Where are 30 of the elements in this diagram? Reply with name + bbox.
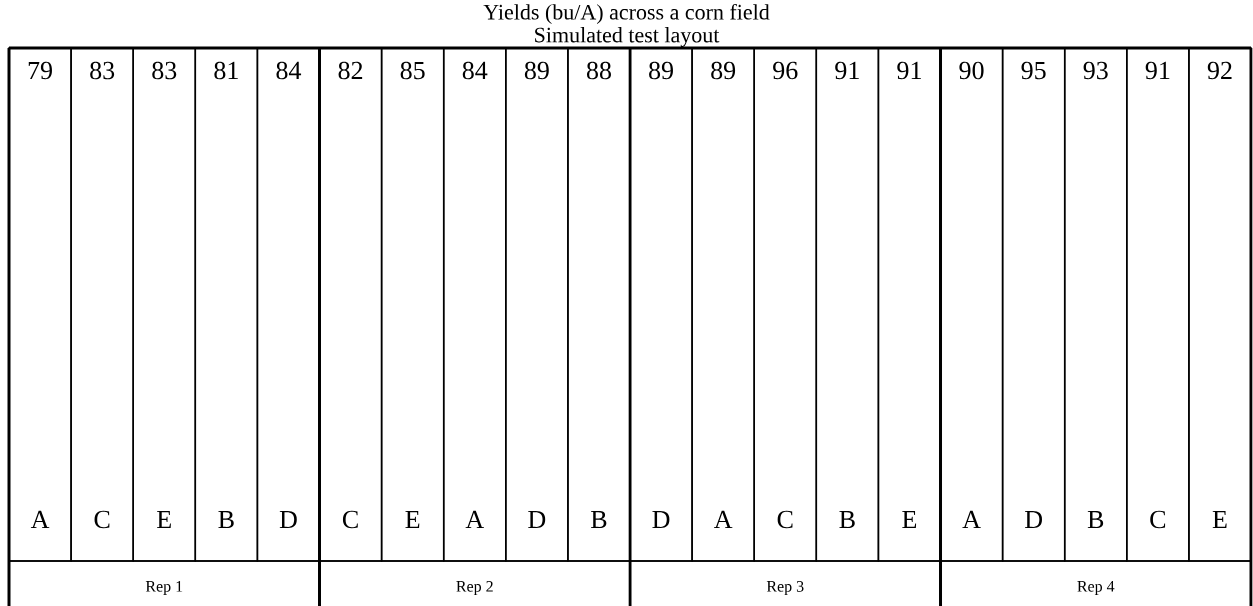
- subtitle: Simulated test layout: [535, 27, 720, 47]
- rep-cell: Rep 1: [8, 560, 321, 595]
- plot-cell: 91 C: [1126, 47, 1190, 562]
- plot-cell: 93 B: [1063, 47, 1128, 562]
- rep-cell: Rep 2: [318, 560, 631, 595]
- plot-cell: 85 E: [380, 47, 445, 562]
- plot-cell: 83 C: [70, 47, 134, 562]
- node-label: D: [652, 510, 670, 529]
- node-label: 89: [649, 61, 673, 80]
- node-label: A: [962, 510, 981, 528]
- plot-cell: 89 D: [505, 47, 569, 562]
- rep-cell: Rep 4: [939, 560, 1252, 595]
- node-label: A: [30, 510, 50, 528]
- rep-cell: Rep 3: [629, 560, 942, 595]
- node-label: C: [342, 510, 358, 529]
- plot-cell: 81 B: [194, 47, 259, 562]
- title: Yields (bu/A) across a corn field: [483, 3, 770, 25]
- plot-cell: 91 E: [877, 47, 942, 562]
- plot-cell: 89 A: [691, 47, 755, 562]
- node-label: 90: [959, 61, 984, 80]
- plot-cell: 83 E: [132, 47, 197, 562]
- node-label: 82: [338, 61, 363, 80]
- plot-cell: 84 A: [442, 47, 507, 562]
- plot-cell: 91 B: [815, 47, 880, 562]
- plot-cell: 96 C: [753, 47, 818, 562]
- plot-cell: 95 D: [1001, 47, 1066, 562]
- plot-cell: 92 E: [1188, 47, 1252, 562]
- plot-cell: 88 B: [567, 47, 631, 562]
- plot-cell: 84 D: [256, 47, 321, 562]
- node-label: 79: [28, 61, 52, 80]
